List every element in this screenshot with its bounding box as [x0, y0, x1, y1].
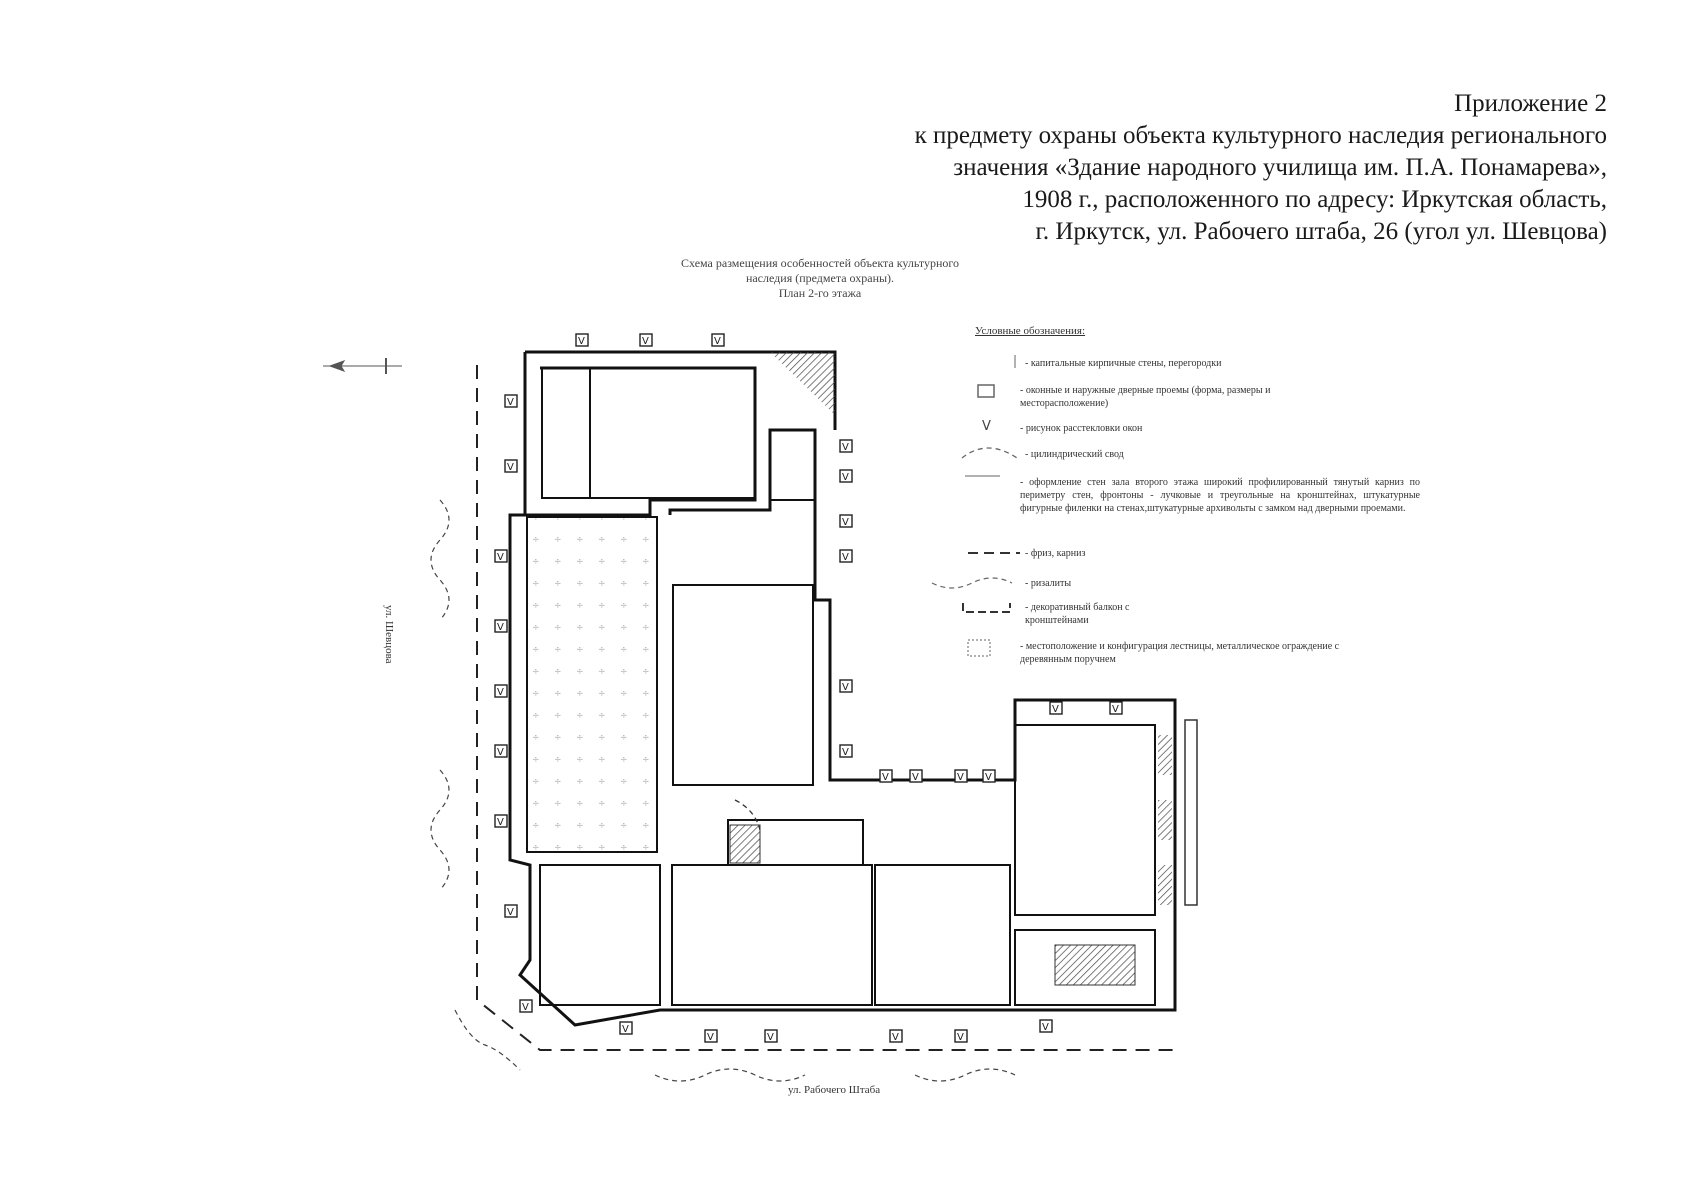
window-glyph: V: [842, 747, 849, 758]
window-glyph: V: [497, 687, 504, 698]
window-glyph: V: [892, 1032, 899, 1043]
window-glyph: V: [1042, 1022, 1049, 1033]
window-marker: V: [879, 769, 893, 783]
legend-item-balcony: - декоративный балкон с кронштейнами: [1025, 602, 1130, 626]
staircase: [729, 824, 1136, 986]
window-glyph: V: [957, 1032, 964, 1043]
north-arrow-icon: [323, 358, 402, 374]
window-marker: V: [494, 684, 508, 698]
street-label-shevtsova: ул. Шевцова: [383, 605, 395, 664]
window-markers: V V V V V V V V V V V V V V V V V V V V …: [494, 333, 1123, 1043]
window-marker: V: [494, 619, 508, 633]
legend-item-staircase: - местоположение и конфигурация лестницы…: [1020, 641, 1340, 665]
window-glyph: V: [767, 1032, 774, 1043]
header-line-1: Приложение 2: [1454, 90, 1607, 117]
window-marker: V: [1109, 701, 1123, 715]
window-glyph: V: [497, 552, 504, 563]
legend-item-frieze: - фриз, карниз: [1025, 548, 1086, 559]
legend-item-risalits: - ризалиты: [1025, 578, 1072, 589]
header-line-2: к предмету охраны объекта культурного на…: [914, 122, 1607, 149]
window-glyph: V: [957, 772, 964, 783]
window-marker: V: [619, 1021, 633, 1035]
window-glyph: V: [507, 462, 514, 473]
window-glyph: V: [497, 622, 504, 633]
legend-stair-symbol: [967, 639, 991, 657]
window-marker: V: [1049, 701, 1063, 715]
window-glyph: V: [642, 336, 649, 347]
window-marker: V: [954, 769, 968, 783]
hatched-areas: [770, 352, 1198, 906]
window-glyph: V: [985, 772, 992, 783]
window-marker: V: [494, 814, 508, 828]
window-marker: V: [839, 679, 853, 693]
window-glyph: V: [507, 397, 514, 408]
legend-item-glazing: - рисунок расстекловки окон: [1020, 423, 1143, 434]
window-glyph: V: [578, 336, 585, 347]
legend-item-hall-decor: - оформление стен зала второго этажа шир…: [1020, 477, 1420, 514]
scheme-title-line-3: План 2-го этажа: [778, 286, 862, 300]
legend-title: Условные обозначения:: [975, 325, 1086, 337]
window-glyph: V: [842, 442, 849, 453]
risalit-marks: [430, 499, 1016, 1082]
legend-risalit-symbol: [931, 577, 1013, 589]
window-marker: V: [839, 744, 853, 758]
window-marker: V: [519, 999, 533, 1013]
window-glyph: V: [622, 1024, 629, 1035]
window-glyph: V: [882, 772, 889, 783]
window-glyph: V: [714, 336, 721, 347]
street-label-rabochego-shtaba: ул. Рабочего Штаба: [788, 1084, 881, 1096]
window-glyph: V: [1112, 704, 1119, 715]
legend-item-vault: - цилиндрический свод: [1025, 449, 1124, 460]
header-line-5: г. Иркутск, ул. Рабочего штаба, 26 (угол…: [1035, 218, 1607, 245]
legend-item-walls: - капитальные кирпичные стены, перегород…: [1025, 358, 1222, 369]
window-marker: V: [982, 769, 996, 783]
scheme-title-line-1: Схема размещения особенностей объекта ку…: [681, 256, 959, 270]
header-line-3: значения «Здание народного училища им. П…: [953, 154, 1607, 181]
property-boundary: [476, 365, 1180, 1051]
window-marker: V: [504, 459, 518, 473]
window-marker: V: [639, 333, 653, 347]
rooms: [539, 367, 1156, 1006]
window-marker: V: [711, 333, 725, 347]
window-marker: V: [504, 904, 518, 918]
window-marker: V: [954, 1029, 968, 1043]
header-line-4: 1908 г., расположенного по адресу: Иркут…: [1022, 186, 1607, 213]
window-glyph: V: [507, 907, 514, 918]
window-glyph: V: [707, 1032, 714, 1043]
window-marker: V: [494, 549, 508, 563]
window-glyph: V: [522, 1002, 529, 1013]
window-glyph: V: [842, 517, 849, 528]
window-marker: V: [494, 744, 508, 758]
window-marker: V: [839, 514, 853, 528]
window-marker: V: [764, 1029, 778, 1043]
scheme-title: Схема размещения особенностей объекта ку…: [640, 256, 1000, 301]
assembly-hall: [526, 516, 658, 853]
legend-balcony-symbol: [962, 603, 1011, 613]
legend-vault-symbol: [961, 447, 1018, 459]
window-glyph: V: [842, 472, 849, 483]
window-marker: V: [839, 439, 853, 453]
window-marker: V: [575, 333, 589, 347]
window-marker: V: [839, 549, 853, 563]
window-glyph: V: [842, 552, 849, 563]
window-glyph: V: [497, 817, 504, 828]
window-glyph: V: [842, 682, 849, 693]
window-marker: V: [704, 1029, 718, 1043]
legend-window-symbol: [977, 384, 995, 398]
window-marker: V: [504, 394, 518, 408]
scheme-title-line-2: наследия (предмета охраны).: [745, 271, 895, 285]
vault-arc: [734, 799, 761, 831]
window-glyph: V: [1052, 704, 1059, 715]
window-glyph: V: [912, 772, 919, 783]
legend-glazing-symbol: V: [982, 419, 991, 434]
appendix-header: Приложение 2 к предмету охраны объекта к…: [915, 88, 1607, 248]
window-marker: V: [839, 469, 853, 483]
window-glyph: V: [497, 747, 504, 758]
legend-item-windows: - оконные и наружные дверные проемы (фор…: [1020, 385, 1271, 409]
legend-symbols: V: [931, 355, 1020, 657]
window-marker: V: [889, 1029, 903, 1043]
window-marker: V: [1039, 1019, 1053, 1033]
window-marker: V: [909, 769, 923, 783]
